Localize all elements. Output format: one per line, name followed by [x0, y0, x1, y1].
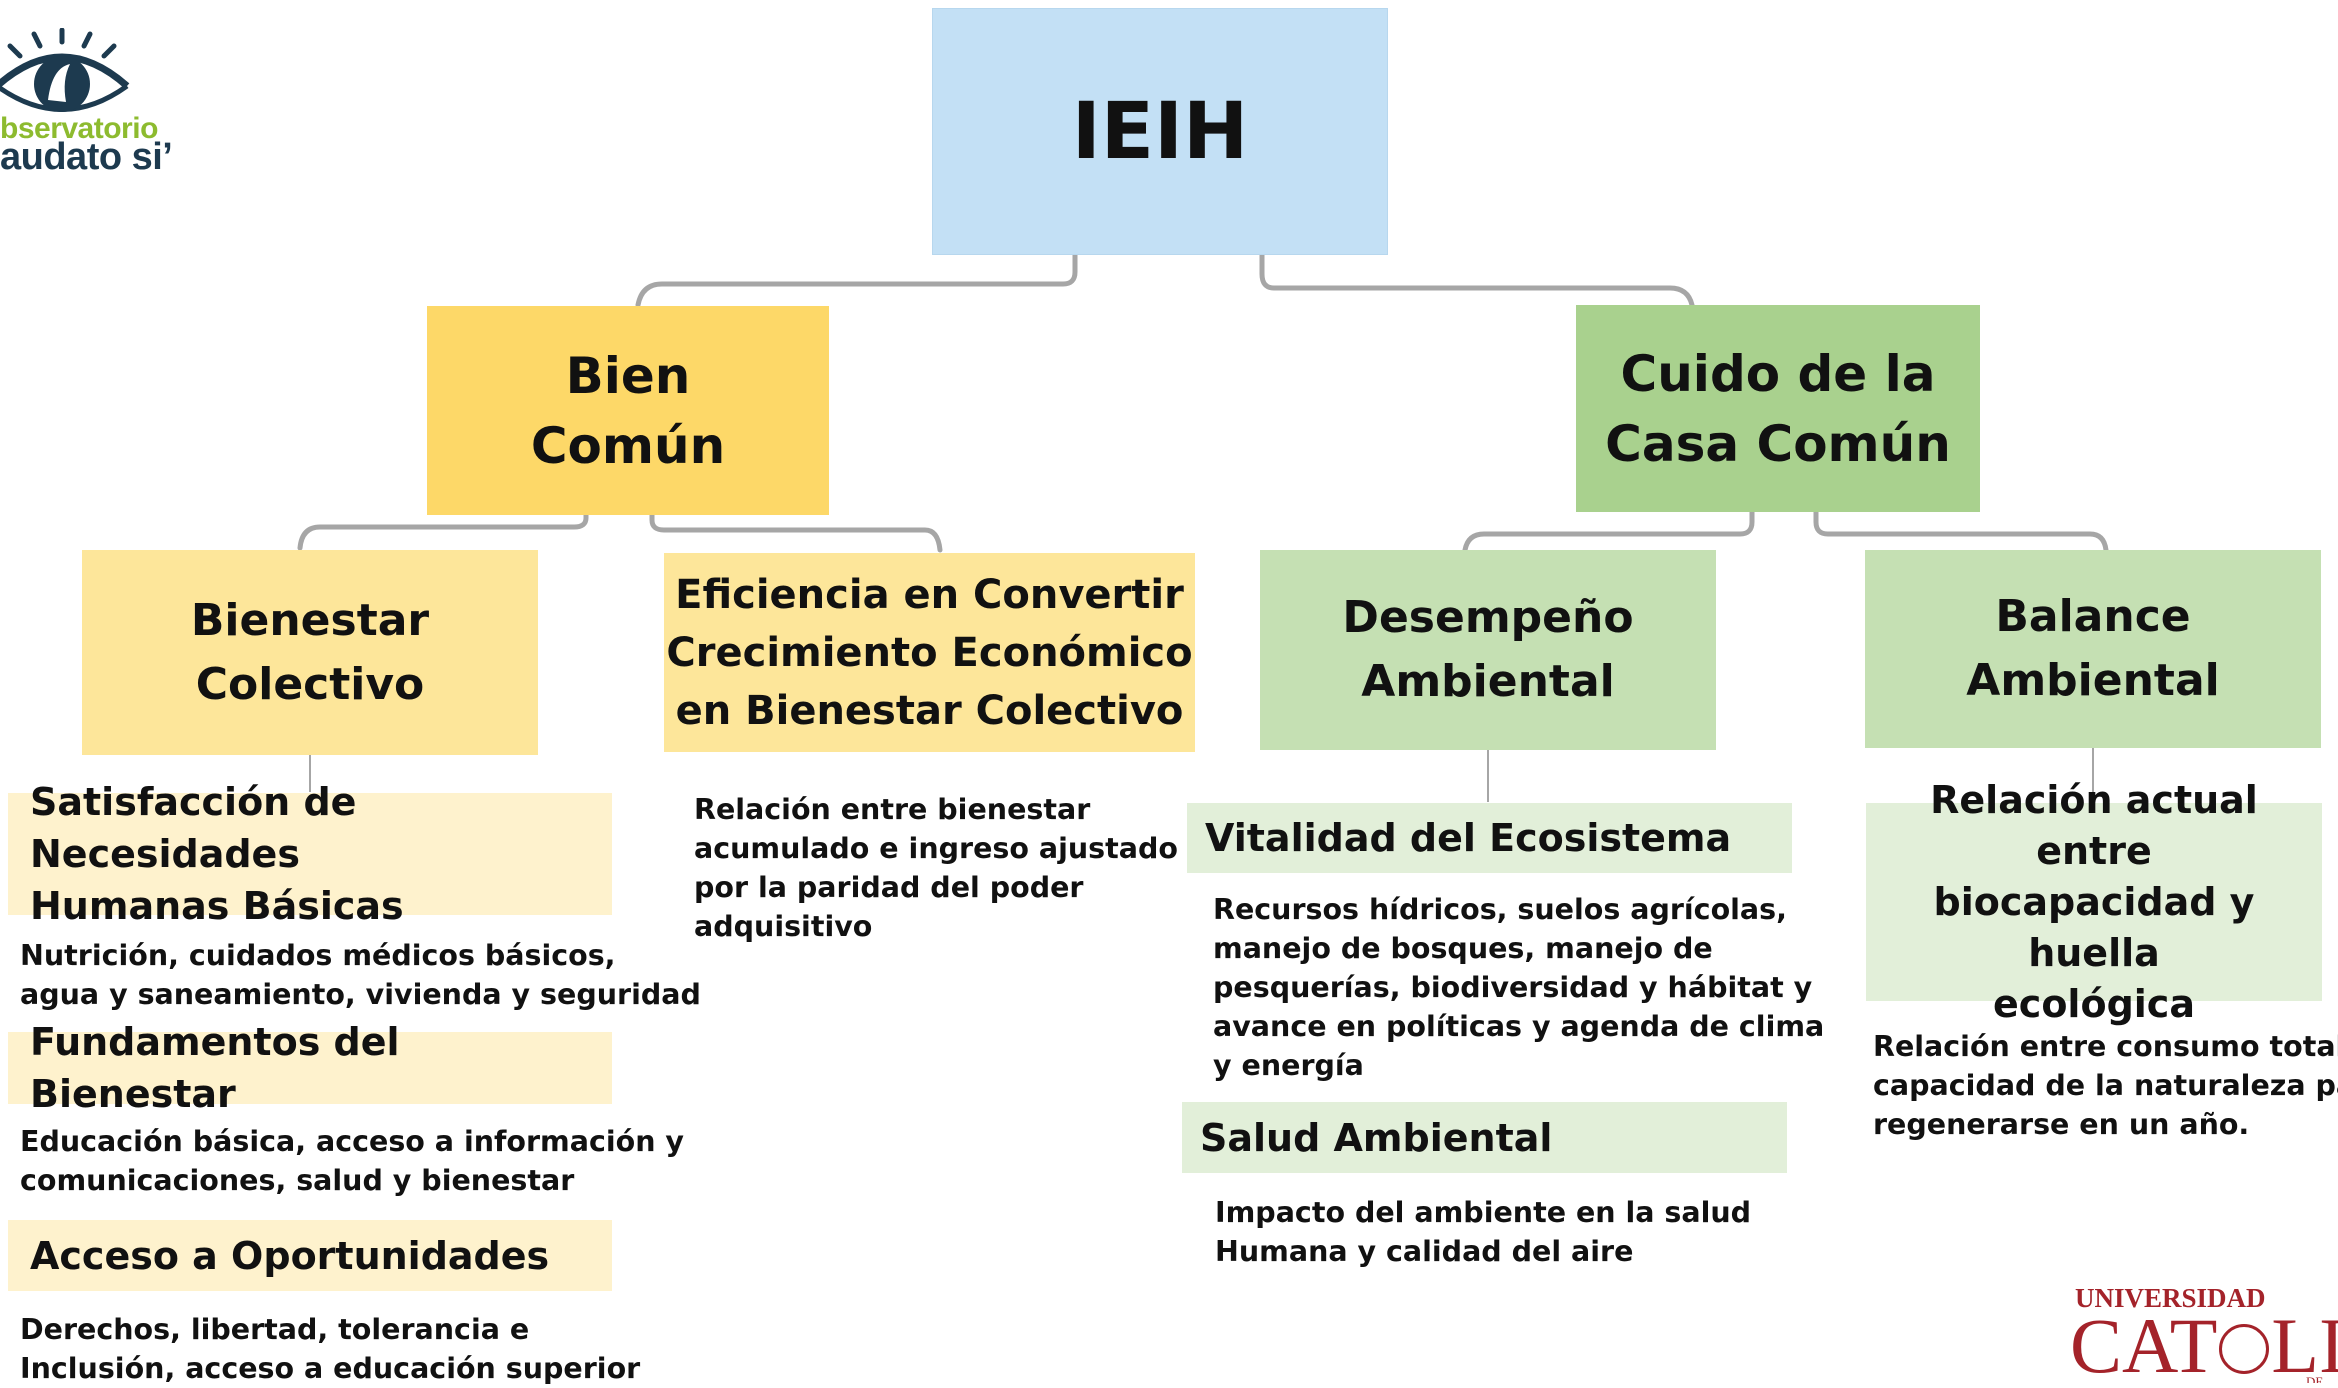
- connector-bien-bienestar: [297, 510, 589, 551]
- logo-universidad-text: UNIVERSIDAD: [2075, 1283, 2266, 1313]
- node-bien-comun-line2: Común: [530, 416, 726, 475]
- node-bienestar-line1: Bienestar: [190, 594, 430, 646]
- desc-line: Nutrición, cuidados médicos básicos,: [20, 939, 616, 972]
- desc-line: por la paridad del poder: [694, 871, 1084, 904]
- logo-cat-text: CAT: [2070, 1302, 2218, 1384]
- node-balance-ambiental: Balance Ambiental: [1865, 550, 2321, 748]
- band-fundamentos-title: Fundamentos del Bienestar: [30, 1020, 400, 1116]
- band-relacion-biocapacidad: Relación actual entre biocapacidad y hue…: [1866, 778, 2322, 1026]
- desc-line: adquisitivo: [694, 910, 873, 943]
- desc-balance: Relación entre consumo total y la capaci…: [1873, 1027, 2338, 1144]
- seal-icon: [2219, 1324, 2270, 1374]
- band-vitalidad-title: Vitalidad del Ecosistema: [1205, 816, 1732, 860]
- logo-de-text: DE: [2306, 1374, 2324, 1383]
- band-fundamentos-bienestar: Fundamentos del Bienestar: [8, 1020, 612, 1116]
- connector-cuidado-desempeno: [1462, 507, 1755, 553]
- desc-fundamentos: Educación básica, acceso a información y…: [20, 1122, 684, 1200]
- node-bienestar-line2: Colectivo: [195, 658, 425, 710]
- node-bien-comun-line1: Bien: [565, 346, 691, 405]
- desc-line: comunicaciones, salud y bienestar: [20, 1164, 575, 1197]
- node-eficiencia-line1: Eficiencia en Convertir: [675, 571, 1184, 618]
- desc-line: avance en políticas y agenda de clima: [1213, 1010, 1825, 1043]
- connector-root-cuidado: [1259, 252, 1695, 308]
- connector-cuidado-balance: [1813, 507, 2109, 553]
- universidad-logo: UNIVERSIDAD CAT LI DE: [2070, 1278, 2338, 1383]
- band-relacion-line3: ecológica: [1993, 981, 2195, 1026]
- band-acceso-oportunidades: Acceso a Oportunidades: [8, 1220, 612, 1291]
- desc-line: y energía: [1213, 1049, 1364, 1082]
- node-ieih: IEIH: [932, 8, 1388, 255]
- node-desempeno-line2: Ambiental: [1361, 656, 1615, 707]
- band-satisfaccion-necesidades: Satisfacción de Necesidades Humanas Bási…: [8, 780, 612, 928]
- logo-li-text: LI: [2271, 1302, 2338, 1384]
- node-desempeno-line1: Desempeño: [1342, 592, 1634, 643]
- node-ieih-label: IEIH: [1071, 86, 1249, 177]
- desc-line: manejo de bosques, manejo de: [1213, 932, 1713, 965]
- desc-line: Recursos hídricos, suelos agrícolas,: [1213, 893, 1787, 926]
- band-relacion-line2: biocapacidad y huella: [1933, 879, 2255, 975]
- node-cuidado-line1: Cuido de la: [1620, 344, 1936, 403]
- desc-line: acumulado e ingreso ajustado: [694, 832, 1178, 865]
- desc-line: Educación básica, acceso a información y: [20, 1125, 685, 1158]
- band-vitalidad-ecosistema: Vitalidad del Ecosistema: [1187, 803, 1792, 873]
- band-satisfaccion-line1: Satisfacción de Necesidades: [30, 780, 357, 876]
- node-cuidado-line2: Casa Común: [1605, 414, 1951, 473]
- desc-line: pesquerías, biodiversidad y hábitat y: [1213, 971, 1813, 1004]
- band-satisfaccion-line2: Humanas Básicas: [30, 884, 404, 928]
- desc-line: agua y saneamiento, vivienda y seguridad: [20, 978, 701, 1011]
- node-eficiencia: Eficiencia en Convertir Crecimiento Econ…: [664, 553, 1195, 752]
- logo-line-2: audato si’: [0, 136, 173, 178]
- observatorio-logo: bservatorio audato si’: [0, 28, 180, 178]
- node-bien-comun: Bien Común: [427, 306, 829, 515]
- band-salud-title: Salud Ambiental: [1200, 1115, 1553, 1160]
- band-salud-ambiental: Salud Ambiental: [1182, 1102, 1787, 1173]
- node-cuidado-casa-comun: Cuido de la Casa Común: [1576, 305, 1980, 512]
- desc-satisfaccion: Nutrición, cuidados médicos básicos, agu…: [20, 936, 701, 1014]
- desc-vitalidad: Recursos hídricos, suelos agrícolas, man…: [1213, 890, 1824, 1085]
- logo-line-1: bservatorio: [0, 112, 158, 145]
- desc-line: Relación entre bienestar: [694, 793, 1091, 826]
- node-balance-line2: Ambiental: [1966, 655, 2220, 706]
- desc-line: Inclusión, acceso a educación superior: [20, 1352, 641, 1385]
- band-relacion-line1: Relación actual entre: [1930, 777, 2258, 873]
- eye-icon: [0, 28, 130, 112]
- node-bienestar-colectivo: Bienestar Colectivo: [82, 550, 538, 755]
- node-desempeno-ambiental: Desempeño Ambiental: [1260, 550, 1716, 750]
- node-eficiencia-line2: Crecimiento Económico: [666, 629, 1193, 676]
- desc-line: Impacto del ambiente en la salud: [1215, 1196, 1752, 1229]
- desc-line: Derechos, libertad, tolerancia e: [20, 1313, 530, 1346]
- desc-salud: Impacto del ambiente en la salud Humana …: [1215, 1193, 1751, 1271]
- node-balance-line1: Balance: [1995, 591, 2191, 642]
- connector-root-bien-comun: [635, 252, 1078, 308]
- desc-acceso: Derechos, libertad, tolerancia e Inclusi…: [20, 1310, 640, 1388]
- node-eficiencia-line3: en Bienestar Colectivo: [675, 687, 1184, 734]
- connector-bien-eficiencia: [649, 510, 943, 553]
- desc-line: Relación entre consumo total y la: [1873, 1030, 2338, 1063]
- band-acceso-title: Acceso a Oportunidades: [30, 1233, 550, 1278]
- desc-line: capacidad de la naturaleza para: [1873, 1069, 2338, 1102]
- desc-eficiencia: Relación entre bienestar acumulado e ing…: [694, 790, 1178, 946]
- desc-line: regenerarse en un año.: [1873, 1108, 2250, 1141]
- desc-line: Humana y calidad del aire: [1215, 1235, 1634, 1268]
